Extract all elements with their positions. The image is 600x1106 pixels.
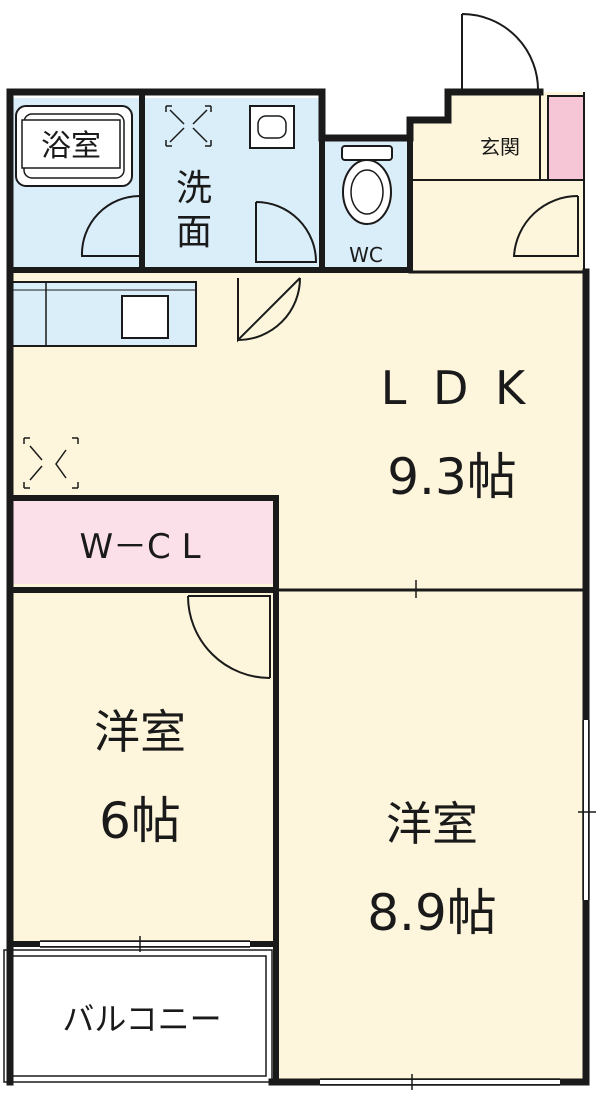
western-large-size: 8.9帖 bbox=[367, 884, 497, 942]
ldk-name: L D K bbox=[381, 361, 531, 415]
wc-label: WC bbox=[349, 243, 383, 267]
western-small-name: 洋室 bbox=[94, 705, 186, 759]
wcl-label: W－C L bbox=[79, 527, 200, 567]
washroom-label-line2: 面 bbox=[176, 212, 212, 253]
western-large-name: 洋室 bbox=[386, 797, 478, 851]
entrance-shoebox bbox=[547, 95, 585, 181]
balcony-railing bbox=[3, 949, 273, 1083]
balcony-label: バルコニー bbox=[62, 1000, 221, 1038]
western-large-floor bbox=[276, 590, 586, 1082]
washroom-label-line1: 洗 bbox=[176, 168, 212, 209]
range-hood-icon bbox=[23, 437, 79, 489]
balcony-floor bbox=[4, 948, 276, 1084]
windows bbox=[40, 580, 596, 1090]
western-small-floor bbox=[10, 590, 276, 944]
door-swing-icon bbox=[80, 13, 579, 679]
kitchen-sink-icon bbox=[121, 295, 169, 339]
western-small-size: 6帖 bbox=[99, 792, 181, 850]
ldk-size: 9.3帖 bbox=[387, 448, 517, 506]
entrance-thin-walls bbox=[410, 92, 585, 272]
bath-label: 浴室 bbox=[41, 129, 101, 164]
entrance-label: 玄関 bbox=[480, 135, 520, 159]
toilet-icon bbox=[341, 145, 393, 225]
sink-icon bbox=[249, 105, 295, 149]
wcl-floor bbox=[10, 498, 276, 584]
bath-label-box bbox=[21, 119, 121, 169]
ventilation-fan-icon bbox=[165, 105, 212, 147]
